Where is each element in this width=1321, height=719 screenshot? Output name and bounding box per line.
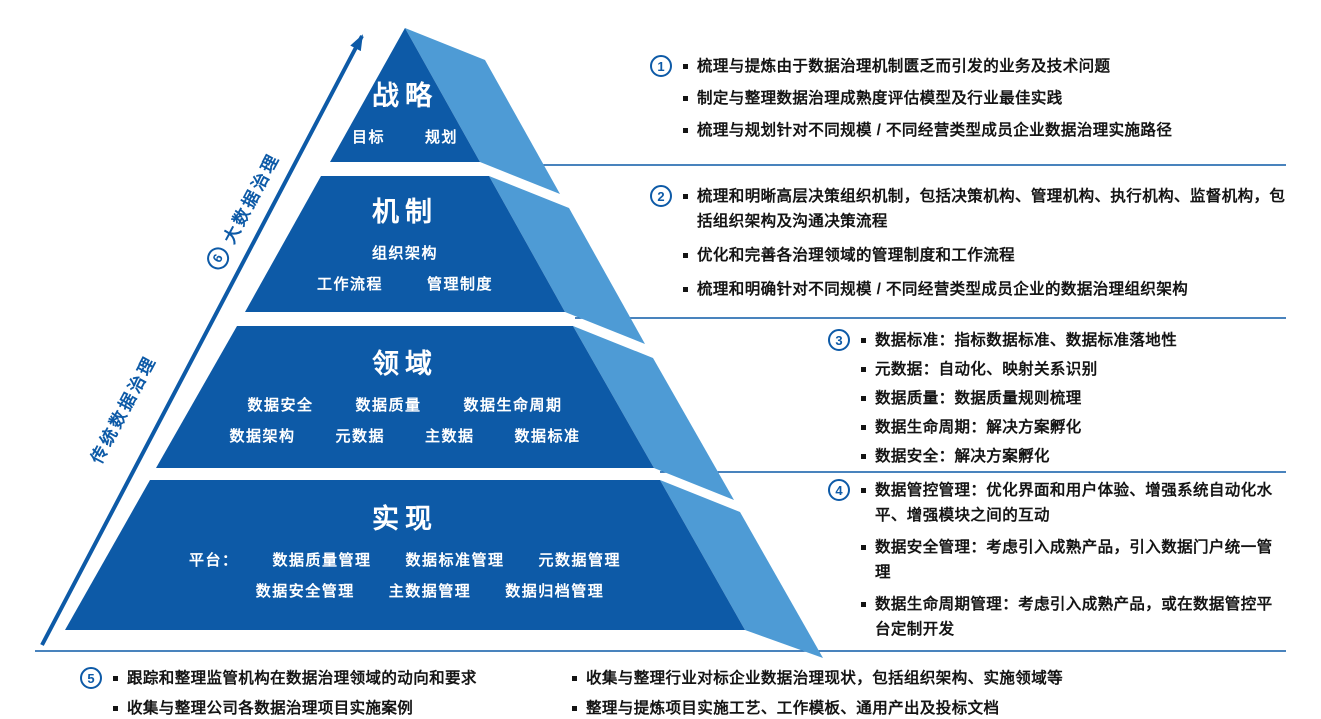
- bullet-text: 元数据：自动化、映射关系识别: [875, 361, 1098, 378]
- bullet-marker: [861, 367, 866, 372]
- annotation-section-1: 1 梳理与提炼由于数据治理机制匮乏而引发的业务及技术问题 制定与整理数据治理成熟…: [650, 54, 1295, 150]
- bullet-item: 数据安全管理：考虑引入成熟产品，引入数据门户统一管理: [861, 535, 1276, 585]
- bullet-text: 优化和完善各治理领域的管理制度和工作流程: [697, 247, 1016, 264]
- section-1-badge: 1: [650, 55, 672, 77]
- bullet-text: 数据管控管理：优化界面和用户体验、增强系统自动化水平、增强模块之间的互动: [875, 482, 1273, 524]
- annotation-section-2: 2 梳理和明晰高层决策组织机制，包括决策机构、管理机构、执行机构、监督机构，包括…: [650, 184, 1300, 311]
- bullet-item: 优化和完善各治理领域的管理制度和工作流程: [683, 243, 1300, 268]
- maturity-arrow: [40, 34, 364, 646]
- pyramid-level-4-face: [65, 480, 745, 630]
- pyramid-level-3-face: [156, 326, 654, 468]
- annotation-section-5: 5 跟踪和整理监管机构在数据治理领域的动向和要求 收集与整理公司各数据治理项目实…: [80, 666, 580, 719]
- bullet-item: 跟踪和整理监管机构在数据治理领域的动向和要求: [113, 666, 477, 691]
- bullet-marker: [683, 128, 688, 133]
- bullet-item: 数据标准：指标数据标准、数据标准落地性: [861, 328, 1177, 353]
- bullet-marker: [572, 676, 577, 681]
- bullet-marker: [683, 253, 688, 258]
- pyramid-level-4-shadow: [660, 480, 823, 658]
- section-2-badge: 2: [650, 185, 672, 207]
- section-4-badge: 4: [828, 479, 850, 501]
- bullet-marker: [572, 706, 577, 711]
- pyramid-level-3-shadow: [573, 326, 734, 500]
- bullet-marker: [861, 602, 866, 607]
- bullet-text: 整理与提炼项目实施工艺、工作模板、通用产出及投标文档: [586, 700, 1000, 717]
- bullet-marker: [683, 194, 688, 199]
- bullet-item: 梳理与规划针对不同规模 / 不同经营类型成员企业数据治理实施路径: [683, 118, 1172, 143]
- bullet-marker: [861, 488, 866, 493]
- bullet-marker: [861, 454, 866, 459]
- bullet-text: 梳理和明晰高层决策组织机制，包括决策机构、管理机构、执行机构、监督机构，包括组织…: [697, 188, 1286, 230]
- annotation-section-4: 4 数据管控管理：优化界面和用户体验、增强系统自动化水平、增强模块之间的互动 数…: [828, 478, 1276, 649]
- bullet-item: 梳理和明晰高层决策组织机制，包括决策机构、管理机构、执行机构、监督机构，包括组织…: [683, 184, 1300, 234]
- pyramid-level-2-shadow: [489, 176, 645, 344]
- bullet-item: 数据安全：解决方案孵化: [861, 444, 1177, 469]
- bullet-item: 数据生命周期：解决方案孵化: [861, 415, 1177, 440]
- bullet-marker: [861, 396, 866, 401]
- section-5-badge: 5: [80, 667, 102, 689]
- bullet-item: 数据生命周期管理：考虑引入成熟产品，或在数据管控平台定制开发: [861, 592, 1276, 642]
- bullet-item: 数据质量：数据质量规则梳理: [861, 386, 1177, 411]
- bullet-text: 数据生命周期管理：考虑引入成熟产品，或在数据管控平台定制开发: [875, 596, 1273, 638]
- bullet-text: 制定与整理数据治理成熟度评估模型及行业最佳实践: [697, 90, 1063, 107]
- bullet-marker: [683, 64, 688, 69]
- bullet-item: 制定与整理数据治理成熟度评估模型及行业最佳实践: [683, 86, 1172, 111]
- bullet-item: 数据管控管理：优化界面和用户体验、增强系统自动化水平、增强模块之间的互动: [861, 478, 1276, 528]
- bullet-text: 数据生命周期：解决方案孵化: [875, 419, 1082, 436]
- bullet-text: 跟踪和整理监管机构在数据治理领域的动向和要求: [127, 670, 477, 687]
- annotation-section-bottom-right: 收集与整理行业对标企业数据治理现状，包括组织架构、实施领域等 整理与提炼项目实施…: [572, 666, 1132, 719]
- bullet-marker: [113, 706, 118, 711]
- bullet-marker: [861, 545, 866, 550]
- bullet-text: 收集与整理公司各数据治理项目实施案例: [127, 700, 414, 717]
- bullet-item: 整理与提炼项目实施工艺、工作模板、通用产出及投标文档: [572, 696, 1063, 719]
- bullet-marker: [861, 338, 866, 343]
- bullet-item: 收集与整理行业对标企业数据治理现状，包括组织架构、实施领域等: [572, 666, 1063, 691]
- bullet-text: 数据质量：数据质量规则梳理: [875, 390, 1082, 407]
- bullet-text: 梳理与规划针对不同规模 / 不同经营类型成员企业数据治理实施路径: [697, 122, 1173, 139]
- bullet-marker: [683, 96, 688, 101]
- pyramid-level-1-face: [330, 28, 480, 162]
- pyramid-level-1-shadow: [405, 28, 560, 194]
- bullet-item: 收集与整理公司各数据治理项目实施案例: [113, 696, 477, 719]
- section-3-badge: 3: [828, 329, 850, 351]
- annotation-section-3: 3 数据标准：指标数据标准、数据标准落地性 元数据：自动化、映射关系识别 数据质…: [828, 328, 1288, 473]
- bullet-item: 元数据：自动化、映射关系识别: [861, 357, 1177, 382]
- bullet-marker: [683, 287, 688, 292]
- bullet-item: 梳理和明确针对不同规模 / 不同经营类型成员企业的数据治理组织架构: [683, 277, 1300, 302]
- bullet-text: 梳理和明确针对不同规模 / 不同经营类型成员企业的数据治理组织架构: [697, 281, 1189, 298]
- bullet-item: 梳理与提炼由于数据治理机制匮乏而引发的业务及技术问题: [683, 54, 1172, 79]
- bullet-text: 数据安全：解决方案孵化: [875, 448, 1050, 465]
- bullet-text: 数据标准：指标数据标准、数据标准落地性: [875, 332, 1178, 349]
- bullet-text: 数据安全管理：考虑引入成熟产品，引入数据门户统一管理: [875, 539, 1273, 581]
- pyramid-level-2-face: [245, 176, 565, 312]
- bullet-marker: [861, 425, 866, 430]
- bullet-text: 梳理与提炼由于数据治理机制匮乏而引发的业务及技术问题: [697, 58, 1111, 75]
- bullet-text: 收集与整理行业对标企业数据治理现状，包括组织架构、实施领域等: [586, 670, 1064, 687]
- bullet-marker: [113, 676, 118, 681]
